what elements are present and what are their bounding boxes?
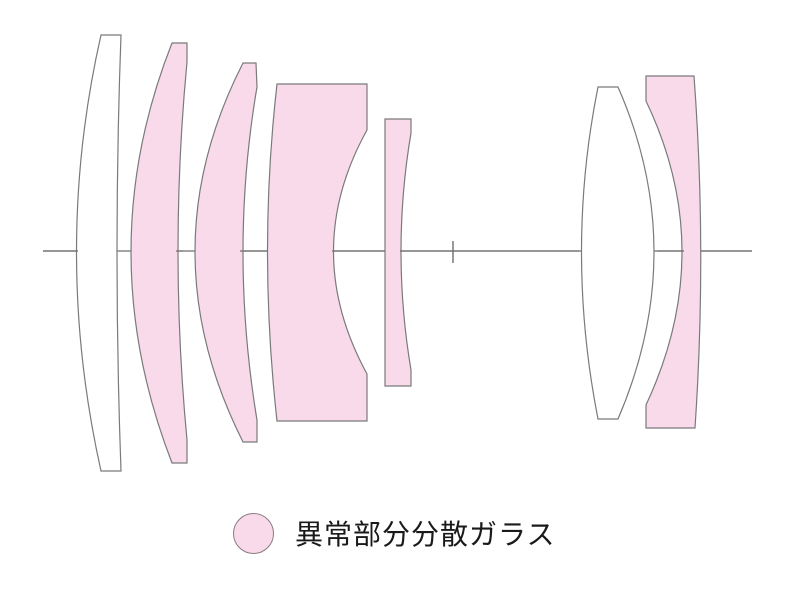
lens-element-3 [194,62,258,443]
legend-swatch-special-glass [233,512,274,554]
legend-label-special-glass: 異常部分分散ガラス [295,518,556,551]
lens-element-5 [384,118,412,387]
lens-element-7 [645,75,702,429]
lens-element-1 [75,34,122,472]
lens-element-2 [130,42,188,464]
legend: 異常部分分散ガラス [233,511,555,555]
lens-element-6 [580,86,655,420]
lens-element-4 [266,83,368,422]
